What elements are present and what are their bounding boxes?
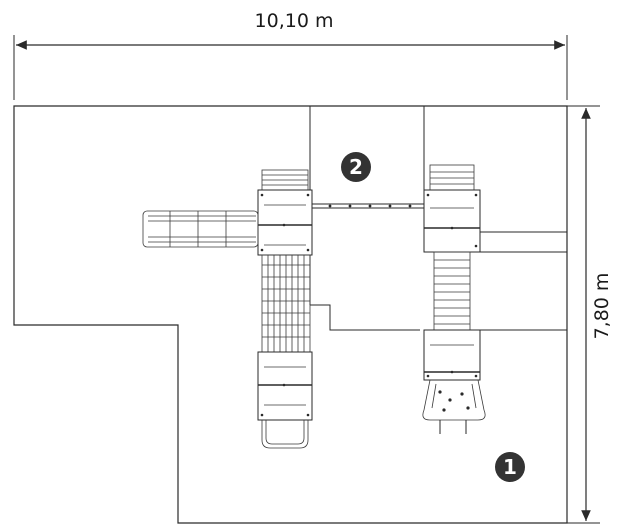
zone-marker-1: 1 (495, 452, 525, 482)
height-label: 7,80 m (591, 273, 613, 340)
left-tower (257, 169, 313, 256)
right-tunnel (433, 251, 471, 331)
right-lower-deck (423, 329, 481, 381)
height-dimension: 7,80 m (567, 105, 613, 524)
width-dimension: 10,10 m (13, 10, 568, 100)
safety-zone-outline (13, 105, 568, 524)
climbing-net (261, 254, 311, 353)
width-label: 10,10 m (255, 10, 334, 32)
left-lower-deck (257, 351, 313, 421)
right-tower (423, 164, 481, 253)
zone-marker-2: 2 (341, 152, 371, 182)
connecting-bridge (312, 203, 424, 209)
rail-bridge (142, 210, 259, 248)
zone-marker-1-label: 1 (503, 455, 517, 479)
zone-marker-2-label: 2 (349, 155, 363, 179)
left-slide (261, 420, 309, 449)
climbing-ramp (422, 379, 486, 434)
